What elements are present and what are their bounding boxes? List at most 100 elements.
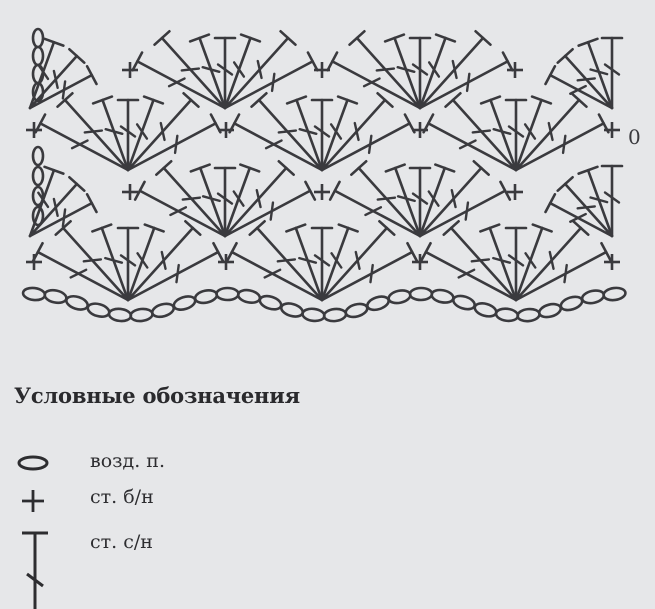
chain-stitch [430,288,455,304]
stitch-slash [276,258,297,263]
stitch-slash [232,61,246,78]
stitch-stem [488,226,518,302]
stitch-slash [427,190,440,207]
stitch-top-bar [85,193,98,214]
stitch-slash [61,208,67,228]
stitch-slash [507,254,525,267]
stitch-top-bar [153,30,171,46]
stitch-stem [295,98,324,172]
stitch-stem [100,226,130,302]
chain-stitch [86,302,111,318]
stitch-slash [465,72,471,93]
stitch-slash [264,139,283,150]
stitch-stem [393,36,422,110]
stitch-top-bar [143,223,165,233]
chain-stitch [31,165,45,187]
stitch-stem [333,189,422,238]
stitch-slash [313,125,331,138]
stitch-stem [39,122,130,172]
stitch-slash [561,134,567,155]
stitch-slash [160,250,167,270]
stitch-slash [375,67,396,72]
stitch-slash [298,256,318,264]
stitch-stem [489,98,518,172]
stitch-slash [313,254,331,267]
stitch-stem [126,226,156,302]
chain-stitch [31,145,45,167]
stitch-slash [369,263,374,284]
stitch-top-bar [600,241,613,263]
stitch-stem [126,98,193,172]
stitch-slash [458,139,477,150]
chain-stitch [31,81,45,103]
stitch-stem [126,226,195,302]
stitch-top-bar [378,220,396,236]
stitch-top-bar [530,95,553,105]
stitch-slash [61,80,67,100]
chain-stitch [452,294,476,311]
stitch-top-bar [91,223,113,233]
stitch-stem [320,98,349,172]
stitch-top-bar [155,160,173,176]
stitch-slash [256,59,263,80]
chain-stitch [516,307,541,323]
stitch-stem [233,122,324,172]
stitch-top-bar [419,241,432,263]
stitch-slash [69,268,88,279]
stitch-slash [396,195,416,203]
chain-stitch [602,286,627,302]
stitch-stem [514,250,608,302]
stitch-stem [393,166,422,238]
stitch-stem [223,36,290,110]
stitch-slash [589,68,609,76]
stitch-stem [36,250,130,302]
stitch-top-bar [442,220,460,236]
stitch-slash [507,125,525,138]
stitch-stem [514,226,583,302]
chain-stitch [43,288,68,305]
stitch-slash [569,212,587,223]
stitch-top-bar [304,180,317,201]
stitch-top-bar [350,160,368,176]
stitch-slash [270,72,276,93]
stitch-slash [492,256,512,264]
stitch-top-bar [225,241,238,263]
stitch-slash [569,84,587,95]
stitch-stem [223,60,314,110]
stitch-top-bar [43,37,65,47]
stitch-slash [104,127,124,136]
stitch-top-bar [383,33,406,43]
chain-stitch [31,205,45,227]
stitch-top-bar [328,180,341,201]
stitch-top-bar [556,47,574,64]
stitch-top-bar [188,33,211,43]
stitch-slash [175,263,180,284]
stitch-slash [411,192,429,205]
stitch-slash [353,121,360,142]
stitch-top-bar [133,180,146,201]
stitch-slash [364,206,383,217]
chain-stitch [344,302,369,319]
stitch-slash [411,63,429,76]
stitch-slash [119,254,137,267]
chain-stitch [65,294,89,311]
stitch-stem [548,201,614,238]
stitch-slash [464,201,470,221]
stitch-stem [449,226,518,302]
stitch-stem [514,98,581,172]
stitch-slash [492,127,512,136]
stitch-top-bar [250,92,268,108]
stitch-stem [418,60,509,110]
stitch-slash [216,192,234,205]
stitch-top-bar [279,30,297,46]
stitch-slash [451,59,458,80]
stitch-stem [514,122,605,172]
row-number-label: 0 [628,125,641,149]
stitch-stem [223,166,288,238]
stitch-slash [298,127,318,136]
crochet-chart-svg: 0 [21,27,641,323]
stitch-top-bar [376,92,394,108]
stitch-top-bar [531,223,553,233]
stitch-top-bar [434,33,457,43]
stitch-stem [427,122,518,172]
